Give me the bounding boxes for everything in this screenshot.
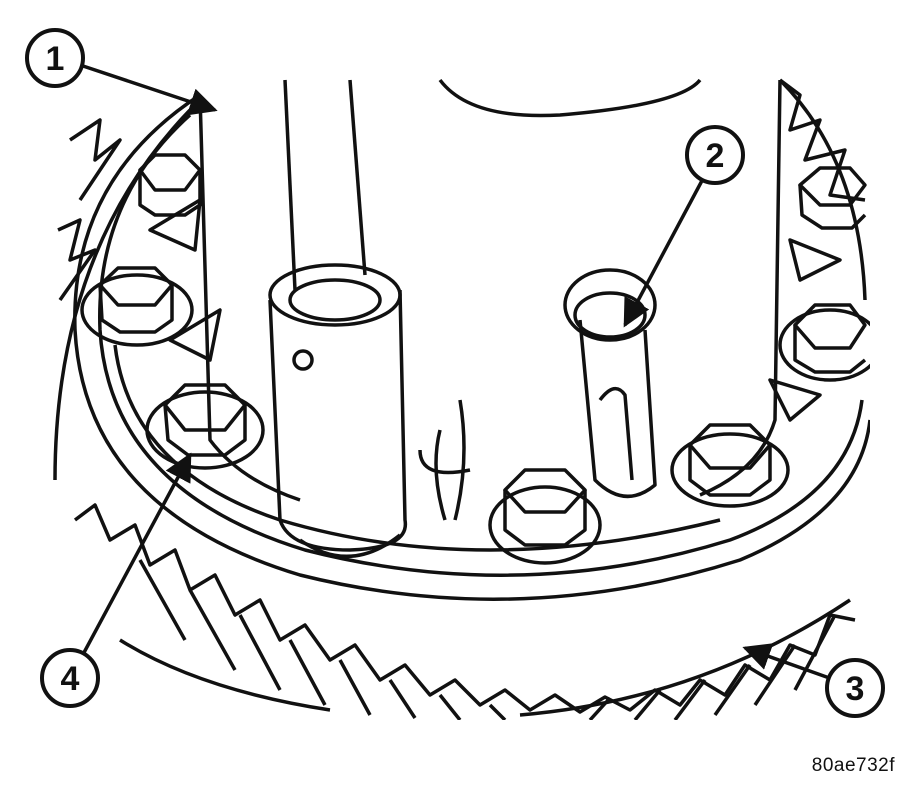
- bolt: [80, 266, 194, 347]
- differential-case-ring: [73, 78, 870, 601]
- callout-2: 2: [685, 125, 745, 185]
- callout-4: 4: [40, 648, 100, 708]
- leader-arrow-2: [623, 174, 707, 328]
- callout-1: 1: [25, 28, 85, 88]
- roll-pin: [563, 268, 657, 499]
- callout-3-label: 3: [846, 670, 865, 708]
- figure-code: 80ae732f: [811, 755, 895, 776]
- bolt: [778, 303, 870, 382]
- bolt: [798, 166, 867, 230]
- callout-3: 3: [825, 658, 885, 718]
- callout-4-label: 4: [61, 660, 80, 698]
- bolt: [145, 383, 265, 470]
- callout-2-label: 2: [706, 137, 725, 175]
- ring-gear-teeth: [53, 78, 866, 720]
- bolt: [488, 468, 602, 565]
- bolt: [670, 423, 790, 508]
- pinion-shaft-tool: [268, 79, 408, 559]
- case-bolts: [80, 153, 870, 565]
- leader-arrow-4: [78, 452, 192, 661]
- callout-1-label: 1: [46, 40, 65, 78]
- case-webs: [148, 198, 842, 422]
- hub-housing: [198, 78, 782, 521]
- leader-arrow-1: [79, 63, 218, 116]
- leader-arrow-3: [742, 643, 836, 682]
